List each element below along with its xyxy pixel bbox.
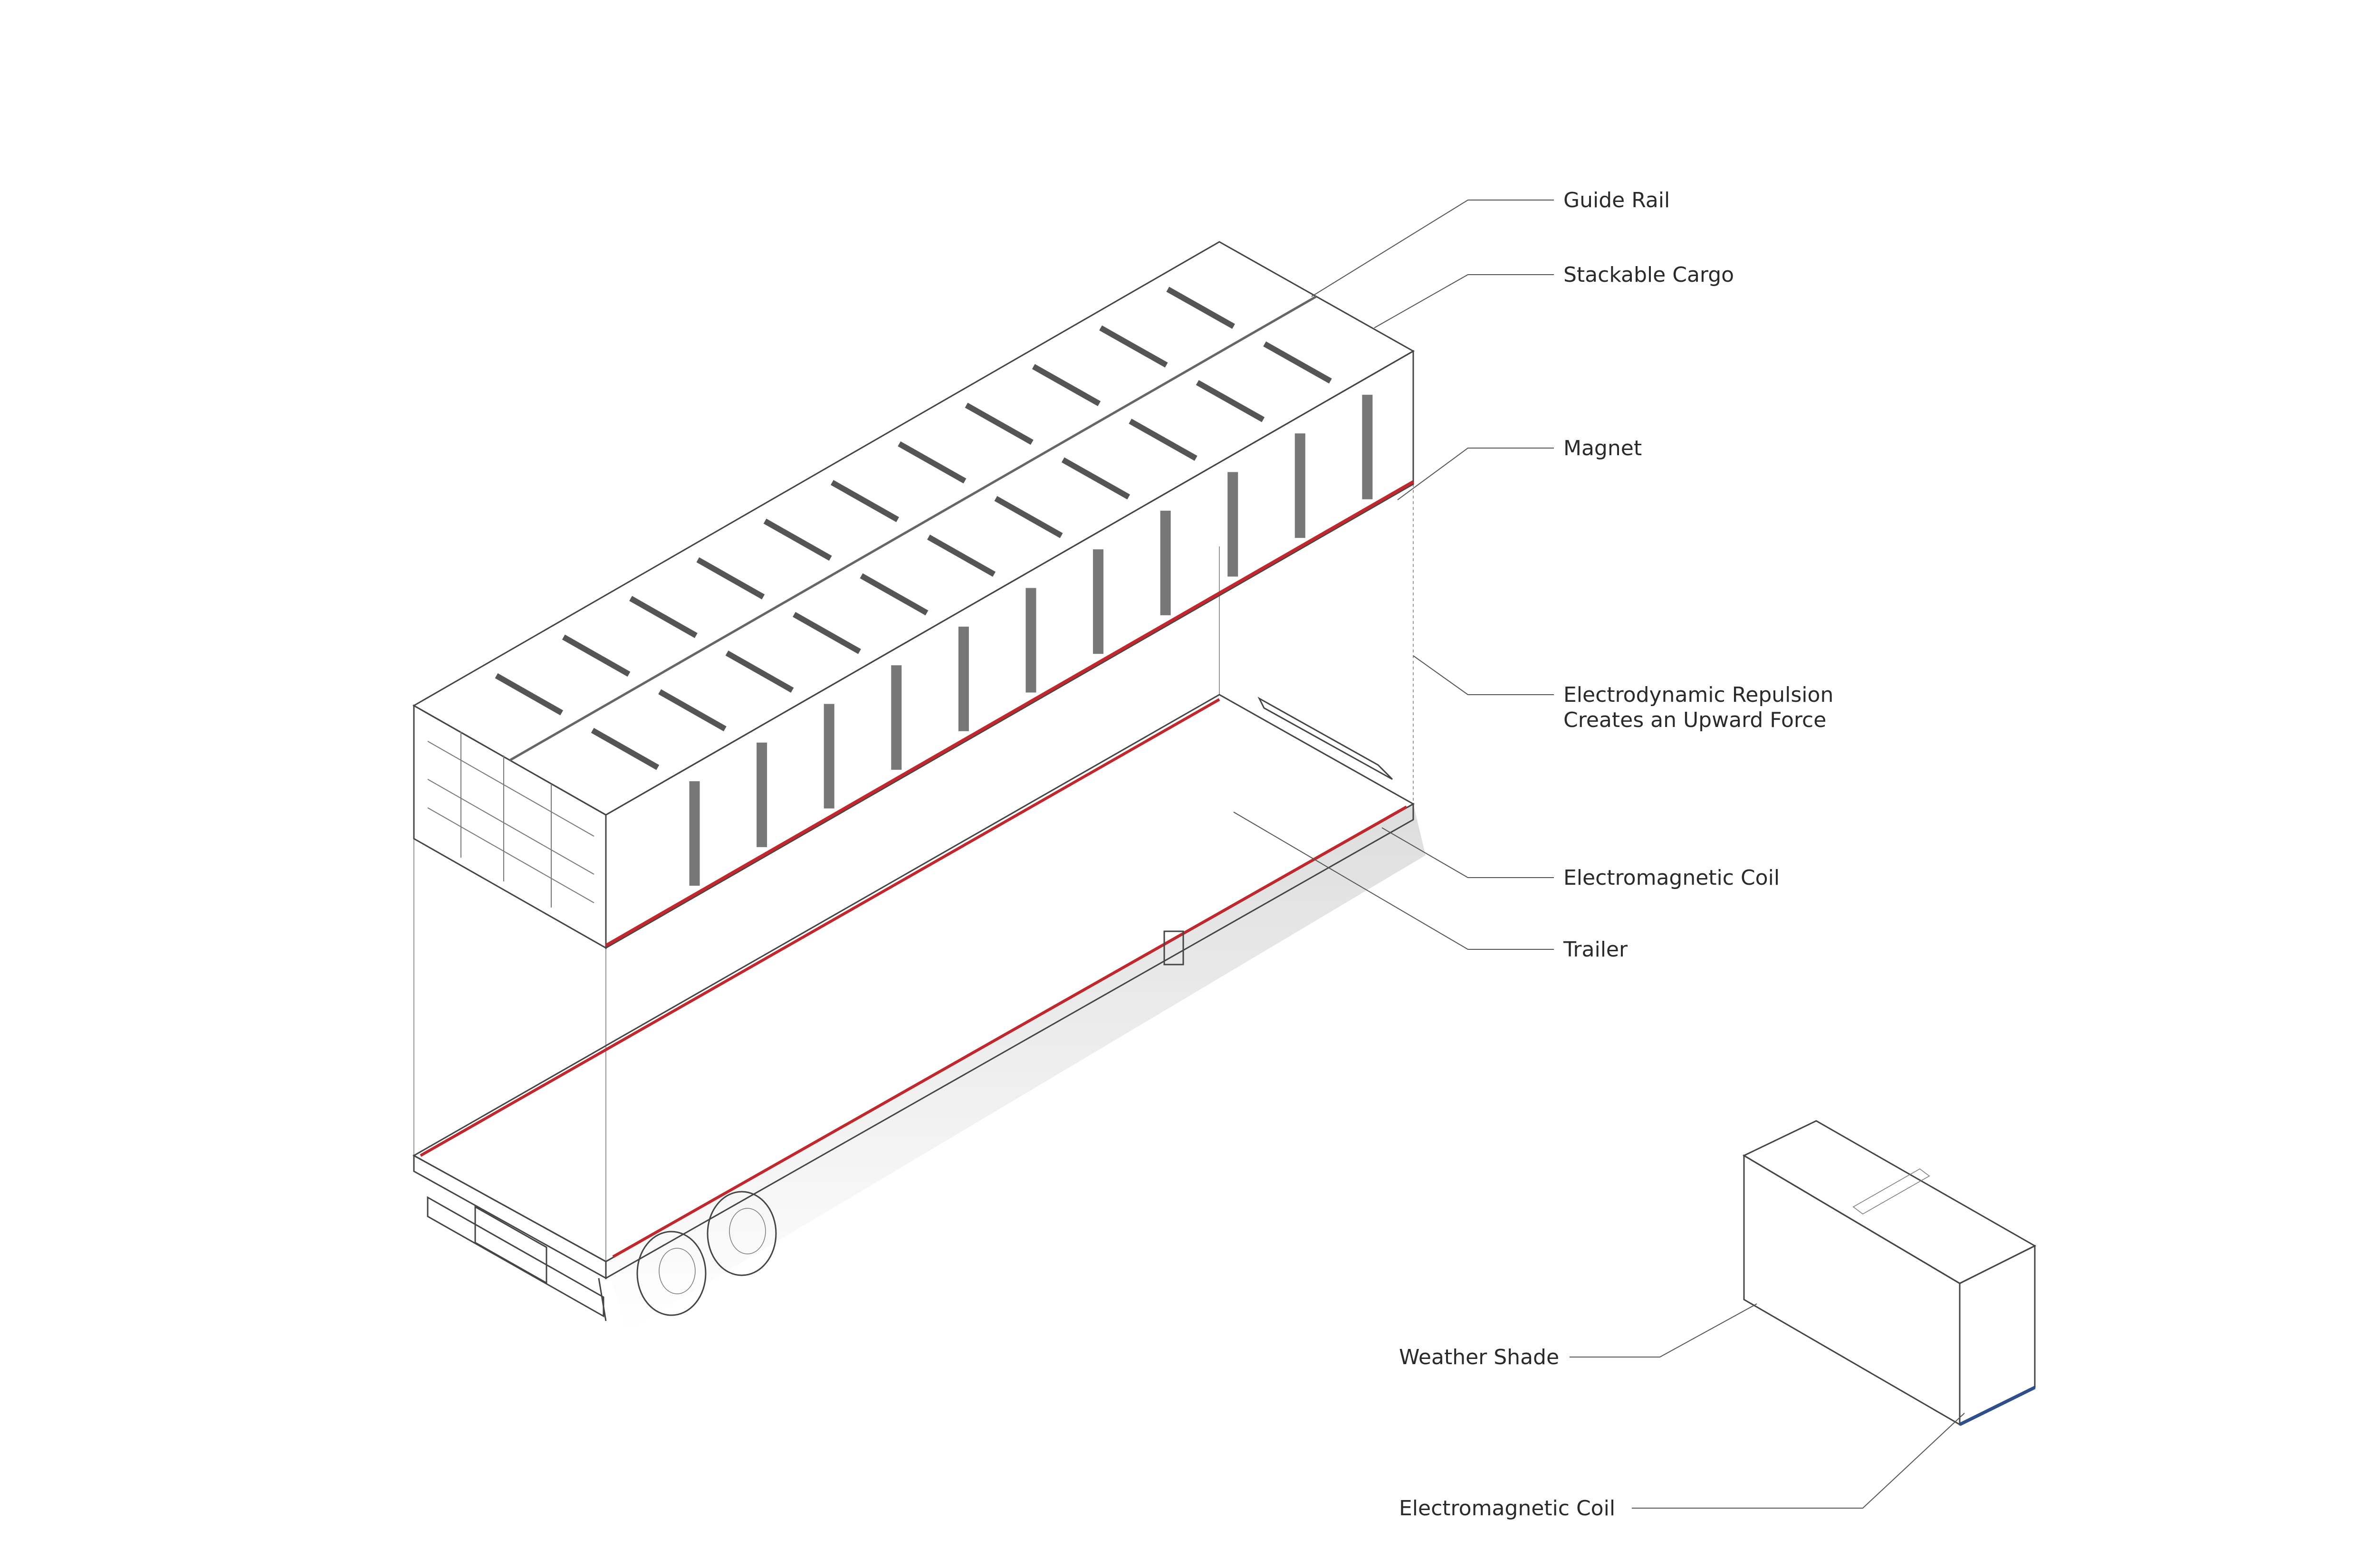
cargo-slat: [763, 518, 832, 561]
trailer-headboard: [1257, 697, 1393, 780]
cargo-panel-gap: [689, 781, 700, 886]
cargo-slat: [1129, 419, 1198, 461]
label-magnet: Magnet: [1563, 436, 1642, 460]
label-stackable-cargo: Stackable Cargo: [1563, 263, 1734, 287]
cargo-panel-gap: [1294, 433, 1305, 538]
cargo-panel-gap: [958, 626, 969, 731]
module-rail: [1852, 1168, 1930, 1214]
rear-bumper: [427, 1196, 604, 1318]
cargo-slat: [591, 727, 660, 770]
trailer-deck-side: [413, 1154, 607, 1280]
stackable-cargo: [412, 241, 1415, 949]
cargo-slat: [994, 496, 1063, 538]
cargo-slat: [696, 557, 765, 600]
label-repulsion-line2: Creates an Upward Force: [1563, 708, 1826, 732]
cargo-slat: [965, 402, 1034, 445]
cargo-slat: [831, 480, 899, 522]
cargo-panel-gap: [1227, 472, 1238, 577]
cargo-slat: [1263, 341, 1332, 384]
cargo-shelves: [427, 732, 594, 908]
trailer-deck: [412, 694, 1415, 1262]
module-top: [1742, 1120, 2037, 1284]
cargo-slat: [629, 596, 698, 638]
cargo-slat: [860, 573, 929, 616]
cargo-slat: [793, 612, 861, 654]
cargo-side-panels: [689, 394, 1373, 886]
cargo-slats: [495, 287, 1332, 770]
cargo-slat: [658, 689, 727, 732]
cargo-slat: [562, 634, 631, 677]
trailer-coil-left: [420, 698, 1220, 1157]
label-weather-shade: Weather Shade: [1399, 1345, 1559, 1369]
trailer-coil-front: [612, 805, 1408, 1258]
cargo-panel-gap: [824, 704, 834, 809]
cargo-slat: [1196, 380, 1265, 422]
label-repulsion-line1: Electrodynamic Repulsion: [1563, 683, 1833, 707]
magnet-strip: [605, 480, 1414, 947]
wheel-rear: [636, 1231, 707, 1316]
label-coil-module: Electromagnetic Coil: [1399, 1496, 1615, 1520]
rear-frame: [474, 1205, 547, 1284]
module-coil: [1959, 1386, 2036, 1426]
cargo-slat: [1032, 364, 1101, 406]
weather-shade-face: [1743, 1154, 1961, 1426]
cargo-panel-gap: [1025, 588, 1036, 693]
coil-module: [1742, 1120, 2037, 1426]
mudflap-bar: [598, 1278, 607, 1321]
cargo-panel-gap: [891, 665, 902, 770]
label-guide-rail: Guide Rail: [1563, 188, 1670, 212]
label-coil-trailer: Electromagnetic Coil: [1563, 866, 1780, 890]
cargo-side-face: [605, 350, 1414, 949]
cargo-slat: [725, 650, 794, 693]
cargo-slat: [898, 441, 967, 484]
cargo-panel-gap: [1093, 549, 1104, 654]
cargo-panel-gap: [1160, 510, 1171, 615]
leader-lines: [1233, 200, 1965, 1509]
landing-gear: [1163, 930, 1184, 966]
cargo-top-face: [412, 241, 1415, 816]
cargo-slat: [1061, 457, 1131, 500]
guide-rail: [509, 295, 1317, 762]
module-side: [1959, 1244, 2036, 1426]
trailer-shadow: [606, 804, 1426, 1330]
label-trailer: Trailer: [1563, 937, 1628, 962]
trailer: [412, 694, 1415, 1321]
cargo-slat: [927, 535, 996, 577]
cargo-panel-gap: [757, 742, 767, 847]
cargo-slat: [1099, 325, 1168, 368]
cargo-slat: [1166, 287, 1235, 329]
wheel-front: [707, 1191, 777, 1276]
levitation-guide-lines: [413, 484, 1414, 1262]
cargo-panel-gap: [1362, 394, 1373, 499]
cargo-slat: [495, 673, 564, 716]
